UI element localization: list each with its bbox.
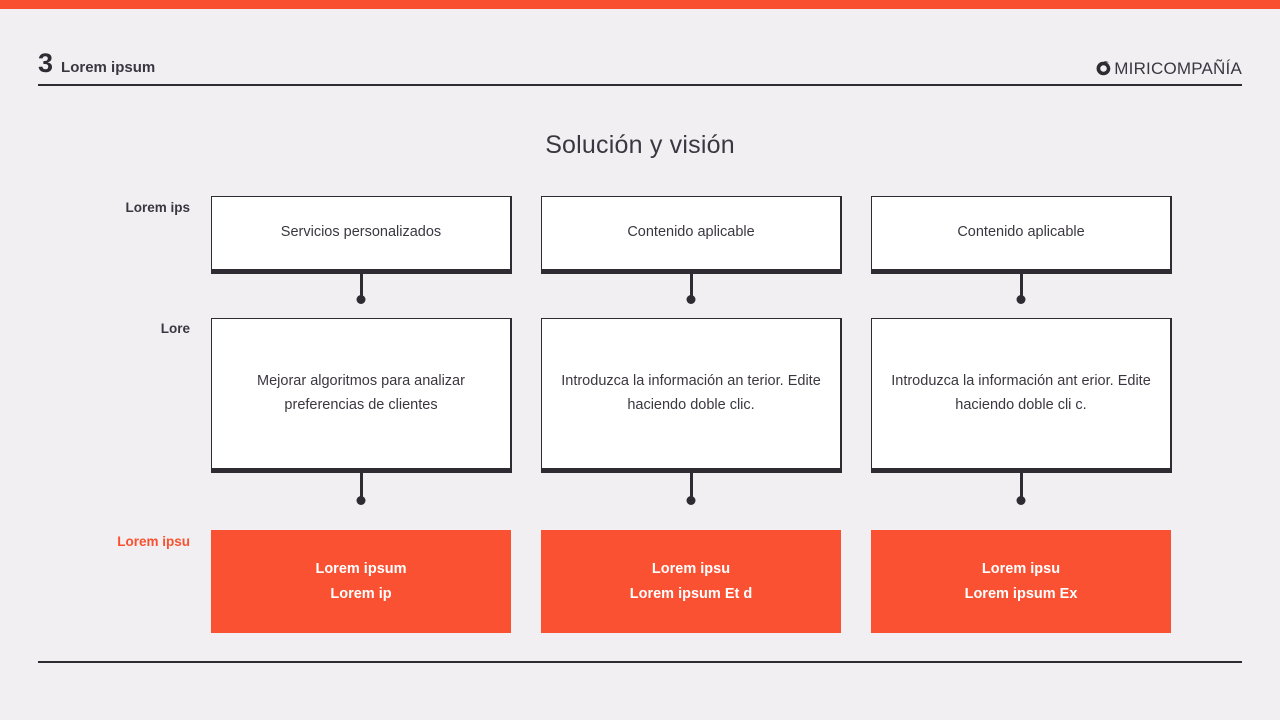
row-label-2: Lore — [160, 321, 190, 336]
node-text: Contenido aplicable — [957, 224, 1085, 241]
node-text: Lorem ipsum Lorem ip — [301, 557, 420, 605]
connector-column-1-upper — [356, 274, 366, 304]
node-text: Servicios personalizados — [280, 224, 442, 241]
row-label-1: Lorem ips — [125, 200, 190, 215]
connector-dot-icon — [686, 295, 696, 304]
node-top-column-3[interactable]: Contenido aplicable — [871, 196, 1171, 274]
node-middle-column-3[interactable]: Introduzca la información ant erior. Edi… — [871, 318, 1171, 473]
node-text: Introduzca la información an terior. Edi… — [561, 373, 821, 413]
slide-number: 3 — [38, 48, 54, 78]
node-text: Introduzca la información ant erior. Edi… — [891, 373, 1151, 413]
node-text-line-2: Lorem ipsum Ex — [964, 585, 1078, 602]
row-label-3: Lorem ipsu — [117, 534, 190, 549]
brand-lockup: MIRICOMPAÑÍA — [1095, 60, 1242, 77]
header-left-group: 3 Lorem ipsum — [38, 50, 155, 77]
node-bottom-column-2[interactable]: Lorem ipsu Lorem ipsum Et d — [541, 530, 841, 633]
connector-column-2-upper — [686, 274, 696, 304]
node-middle-column-2[interactable]: Introduzca la información an terior. Edi… — [541, 318, 841, 473]
node-text-line-2: Lorem ipsum Et d — [629, 585, 753, 602]
connector-column-3-lower — [1016, 473, 1026, 505]
slide-header: 3 Lorem ipsum MIRICOMPAÑÍA — [38, 44, 1242, 86]
node-top-column-1[interactable]: Servicios personalizados — [211, 196, 511, 274]
header-title: Lorem ipsum — [61, 59, 156, 76]
node-text-line-1: Lorem ipsum — [315, 561, 407, 578]
connector-column-1-lower — [356, 473, 366, 505]
page-title: Solución y visión — [545, 131, 735, 159]
connector-dot-icon — [1016, 295, 1026, 304]
node-bottom-column-3[interactable]: Lorem ipsu Lorem ipsum Ex — [871, 530, 1171, 633]
connector-dot-icon — [356, 496, 366, 505]
top-accent-bar — [0, 0, 1280, 9]
connector-column-2-lower — [686, 473, 696, 505]
node-text-line-1: Lorem ipsu — [651, 561, 731, 578]
node-bottom-column-1[interactable]: Lorem ipsum Lorem ip — [211, 530, 511, 633]
node-middle-column-1[interactable]: Mejorar algoritmos para analizar prefere… — [211, 318, 511, 473]
brand-name: MIRICOMPAÑÍA — [1114, 59, 1242, 78]
spiral-circle-icon — [1095, 60, 1112, 77]
node-text-line-1: Lorem ipsu — [981, 561, 1061, 578]
connector-dot-icon — [686, 496, 696, 505]
connector-dot-icon — [356, 295, 366, 304]
node-text: Contenido aplicable — [627, 224, 755, 241]
node-text: Mejorar algoritmos para analizar prefere… — [257, 373, 465, 413]
footer-divider — [38, 661, 1242, 663]
node-text: Lorem ipsu Lorem ipsum Et d — [616, 557, 766, 605]
node-text-line-2: Lorem ip — [330, 585, 392, 602]
connector-column-3-upper — [1016, 274, 1026, 304]
node-text: Lorem ipsu Lorem ipsum Ex — [951, 557, 1092, 605]
node-top-column-2[interactable]: Contenido aplicable — [541, 196, 841, 274]
connector-dot-icon — [1016, 496, 1026, 505]
